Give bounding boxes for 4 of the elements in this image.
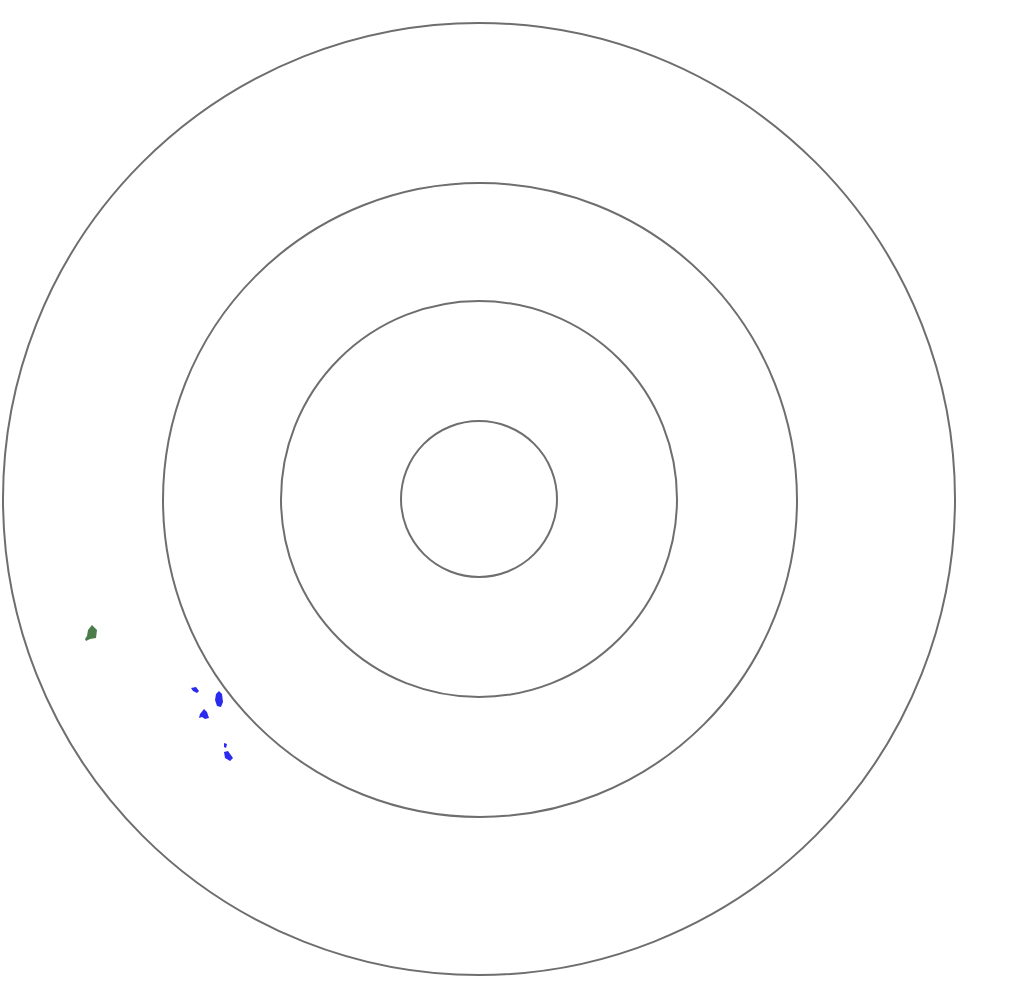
ring [400,420,558,578]
ring [161,181,797,817]
ring [2,22,956,976]
ring [280,300,678,698]
